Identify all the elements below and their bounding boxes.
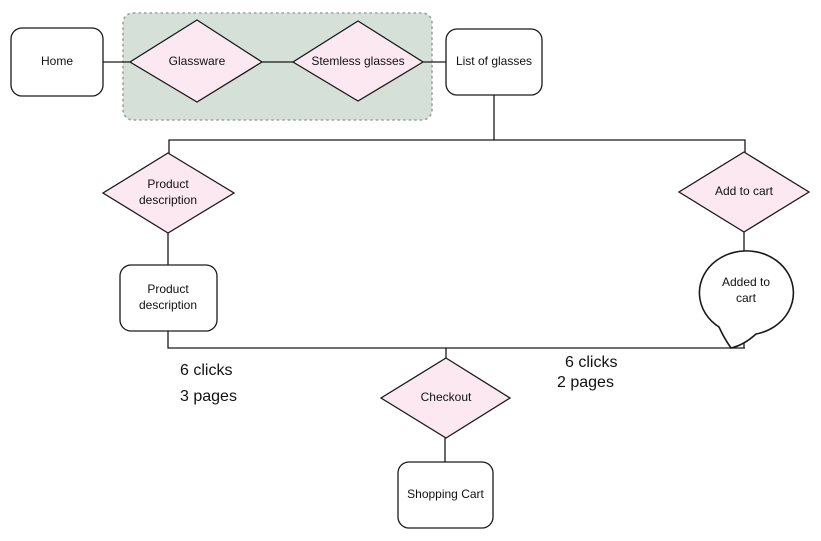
annotation-left-pages: 3 pages [180, 388, 237, 405]
connector-branch-horizontal [168, 139, 746, 153]
annotation-right-pages: 2 pages [557, 374, 614, 391]
node-add-to-cart-shape[interactable] [677, 151, 811, 233]
node-home-shape[interactable] [10, 27, 104, 97]
node-stemless-glasses-shape[interactable] [291, 20, 425, 102]
connector-merge-horizontal [167, 331, 745, 349]
node-product-description-page-shape[interactable] [119, 264, 218, 332]
annotation-left-path-metrics: 6 clicks 3 pages [180, 362, 237, 406]
annotation-left-clicks: 6 clicks [180, 362, 233, 379]
node-product-description-decision-shape[interactable] [101, 152, 236, 234]
node-shopping-cart-shape[interactable] [397, 461, 494, 529]
node-checkout-shape[interactable] [379, 357, 512, 439]
node-glassware-shape[interactable] [128, 19, 264, 103]
annotation-right-path-metrics: 6 clicks 2 pages [557, 354, 617, 392]
annotation-right-clicks: 6 clicks [565, 354, 618, 371]
node-added-to-cart-bubble-shape[interactable] [698, 250, 795, 349]
node-list-of-glasses-shape[interactable] [445, 28, 543, 96]
